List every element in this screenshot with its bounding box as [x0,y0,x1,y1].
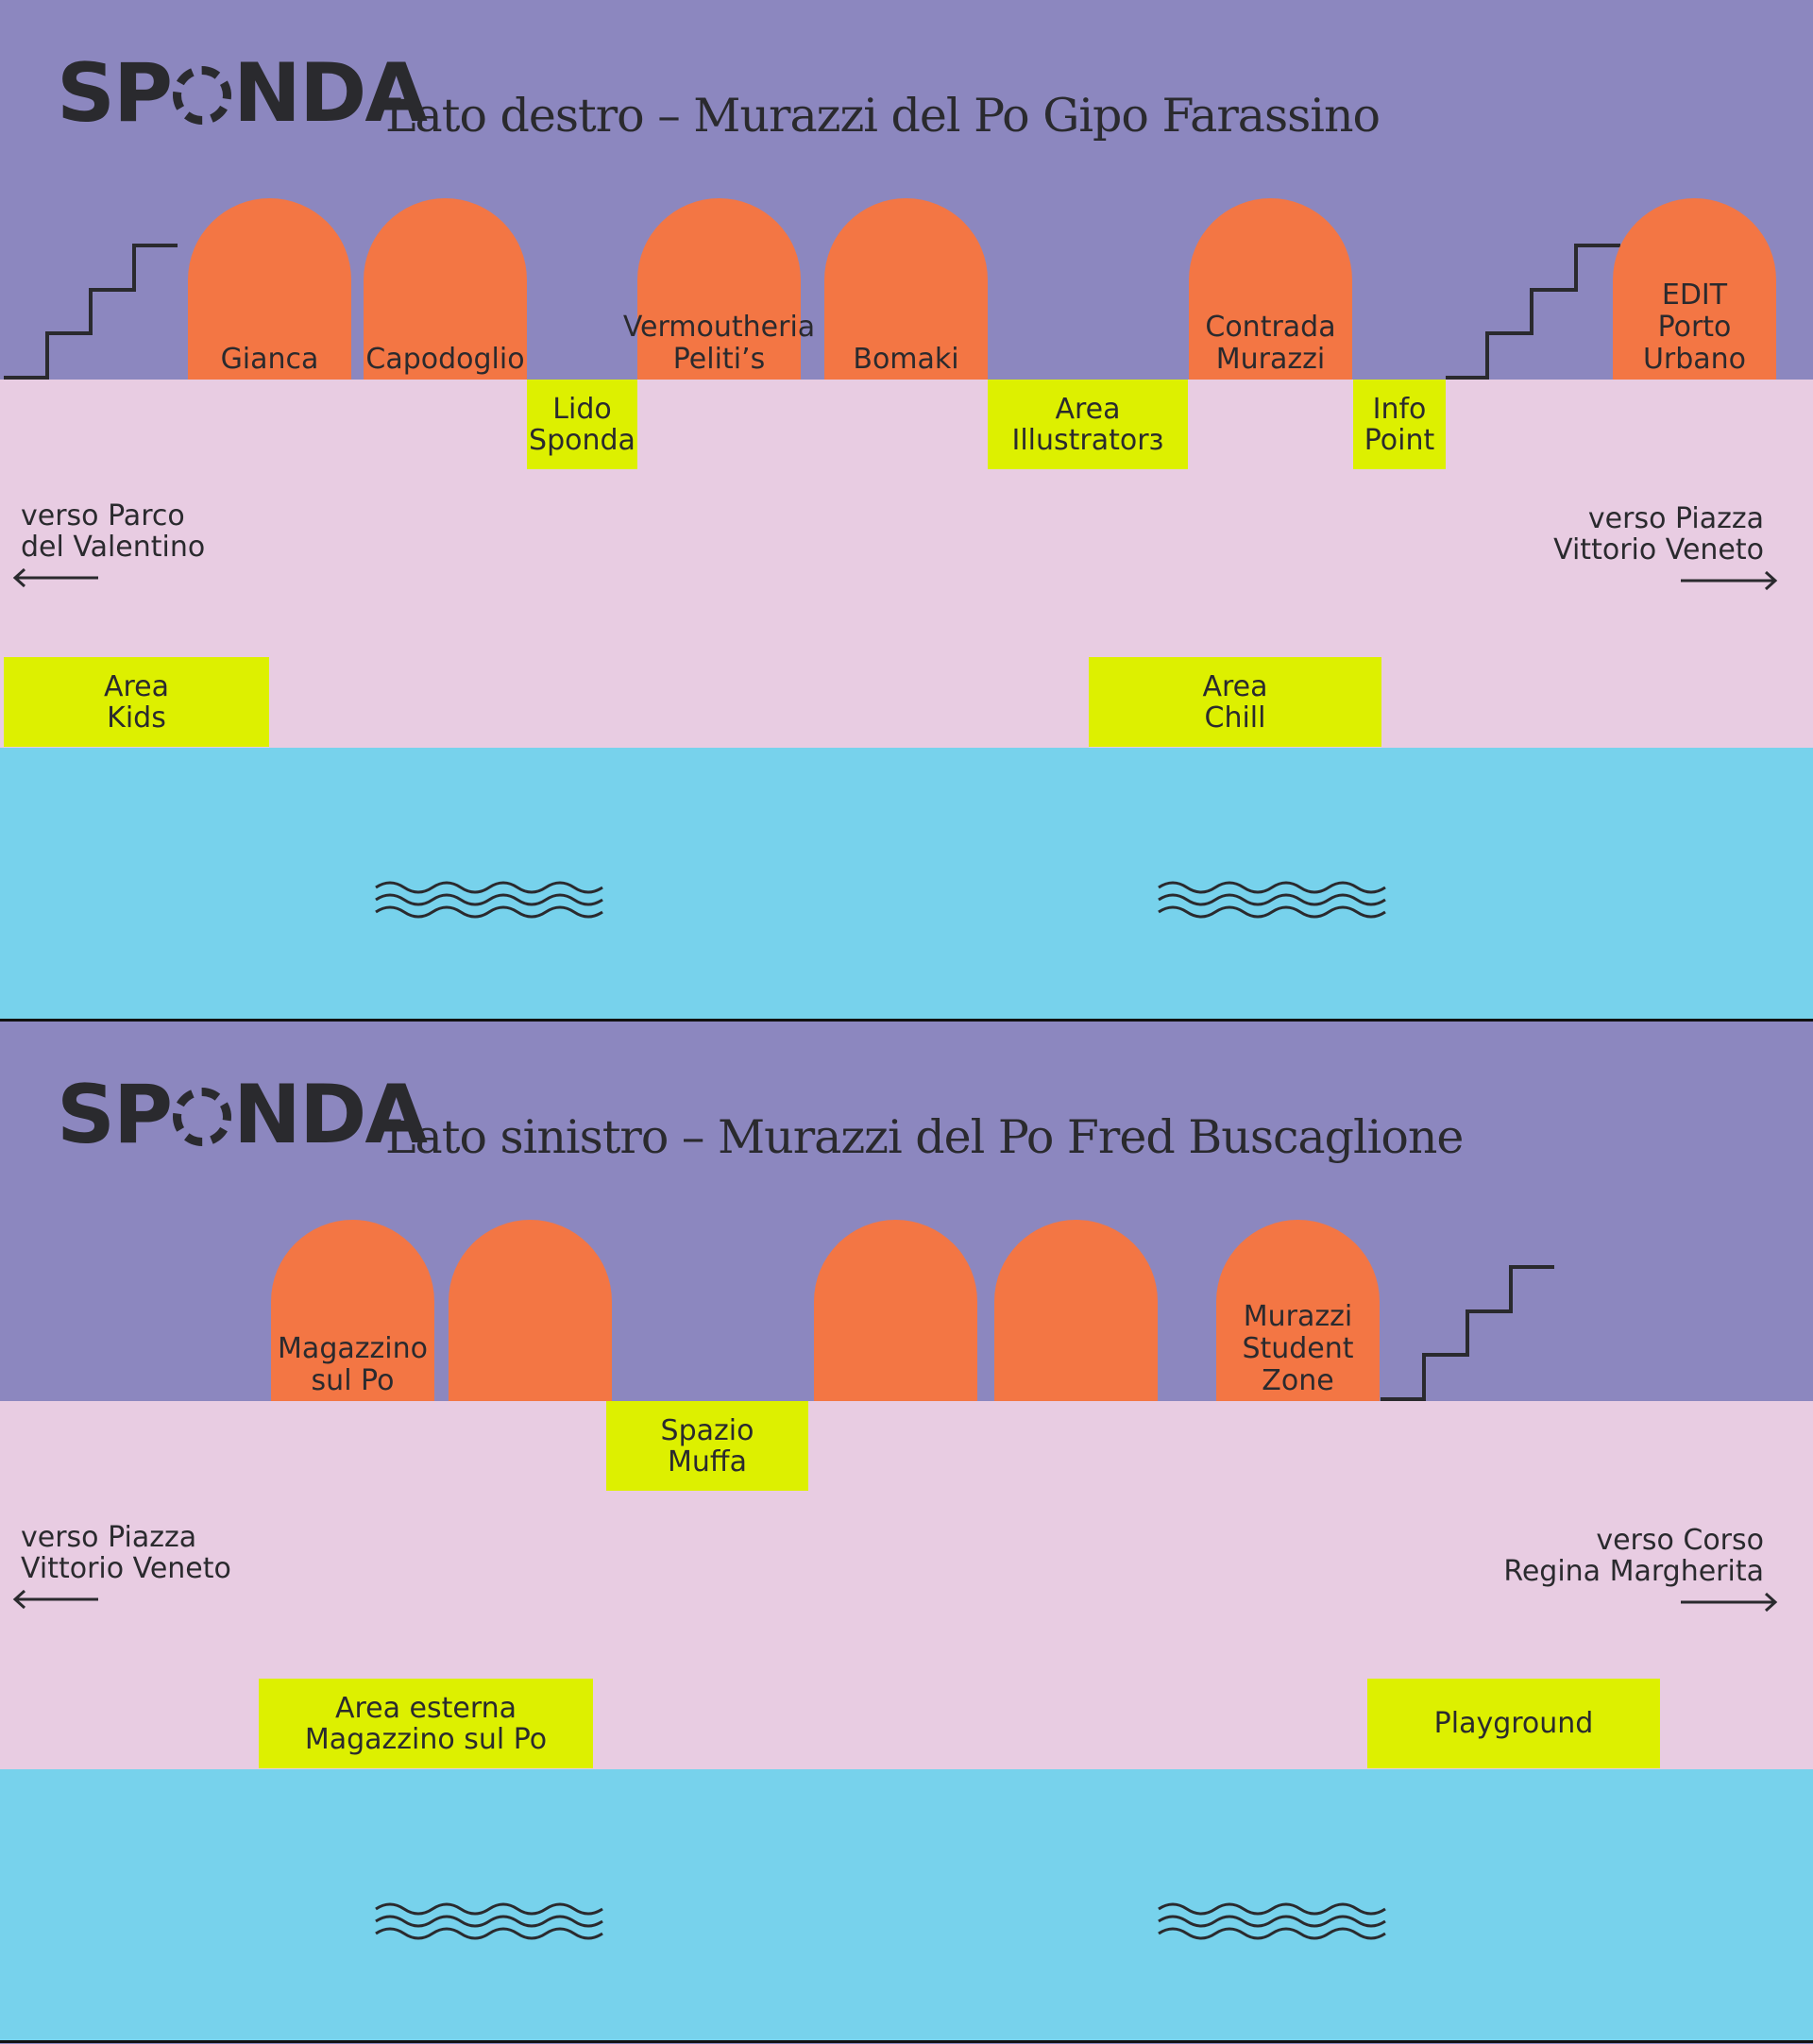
direction-label-right: verso Piazza Vittorio Veneto [1553,502,1764,566]
panel-title: Lato sinistro – Murazzi del Po Fred Busc… [385,1110,1464,1164]
venue-arch-vermoutheria[interactable]: Vermoutheria Peliti’s [623,198,815,380]
wave-icon [375,1902,603,1940]
zone-lido-sponda[interactable]: Lido Sponda [527,380,637,469]
wave-icon [1158,1902,1386,1940]
arrow-right-icon [1681,1592,1778,1613]
venue-arch-contrada-murazzi[interactable]: Contrada Murazzi [1189,198,1352,380]
direction-label-left: verso Parco del Valentino [21,499,206,564]
zone-area-kids[interactable]: Area Kids [4,657,269,747]
venue-arch-gianca[interactable]: Gianca [188,198,351,380]
zone-area-chill[interactable]: Area Chill [1089,657,1381,747]
venue-arch-murazzi-student-zone[interactable]: Murazzi Student Zone [1216,1220,1380,1401]
venue-arch-edit[interactable]: EDIT Porto Urbano [1613,198,1776,380]
venue-arch-unnamed-3[interactable] [994,1220,1158,1401]
zone-area-illustratori[interactable]: Area Illustratorз [988,380,1188,469]
zone-playground[interactable]: Playground [1367,1679,1660,1768]
wave-icon [1158,881,1386,919]
riverbank-area [0,380,1813,748]
zone-info-point[interactable]: Info Point [1353,380,1446,469]
staircase-icon [4,244,178,380]
venue-arch-unnamed-1[interactable] [449,1220,612,1401]
direction-label-right: verso Corso Regina Margherita [1503,1524,1764,1588]
panel-divider [0,2040,1813,2043]
zone-spazio-muffa[interactable]: Spazio Muffa [606,1401,808,1491]
logo-ring-icon [172,66,231,125]
zone-area-esterna-magazzino[interactable]: Area esterna Magazzino sul Po [259,1679,593,1768]
panel-divider [0,1019,1813,1022]
river-area [0,1769,1813,2040]
river-area [0,748,1813,1019]
panel-decorations [12,1265,1778,1940]
wave-icon [375,881,603,919]
panel-title: Lato destro – Murazzi del Po Gipo Farass… [385,89,1381,143]
venue-arch-unnamed-2[interactable] [814,1220,977,1401]
venue-arch-capodoglio[interactable]: Capodoglio [364,198,527,380]
logo-ring-icon [172,1088,231,1146]
venue-arch-bomaki[interactable]: Bomaki [824,198,988,380]
arrow-right-icon [1681,570,1778,591]
direction-label-left: verso Piazza Vittorio Veneto [21,1521,231,1585]
arrow-left-icon [12,1589,98,1610]
panel-decorations [4,244,1778,919]
staircase-icon [1381,1265,1554,1401]
venue-arch-magazzino[interactable]: Magazzino sul Po [271,1220,434,1401]
arrow-left-icon [12,567,98,588]
staircase-icon [1446,244,1620,380]
